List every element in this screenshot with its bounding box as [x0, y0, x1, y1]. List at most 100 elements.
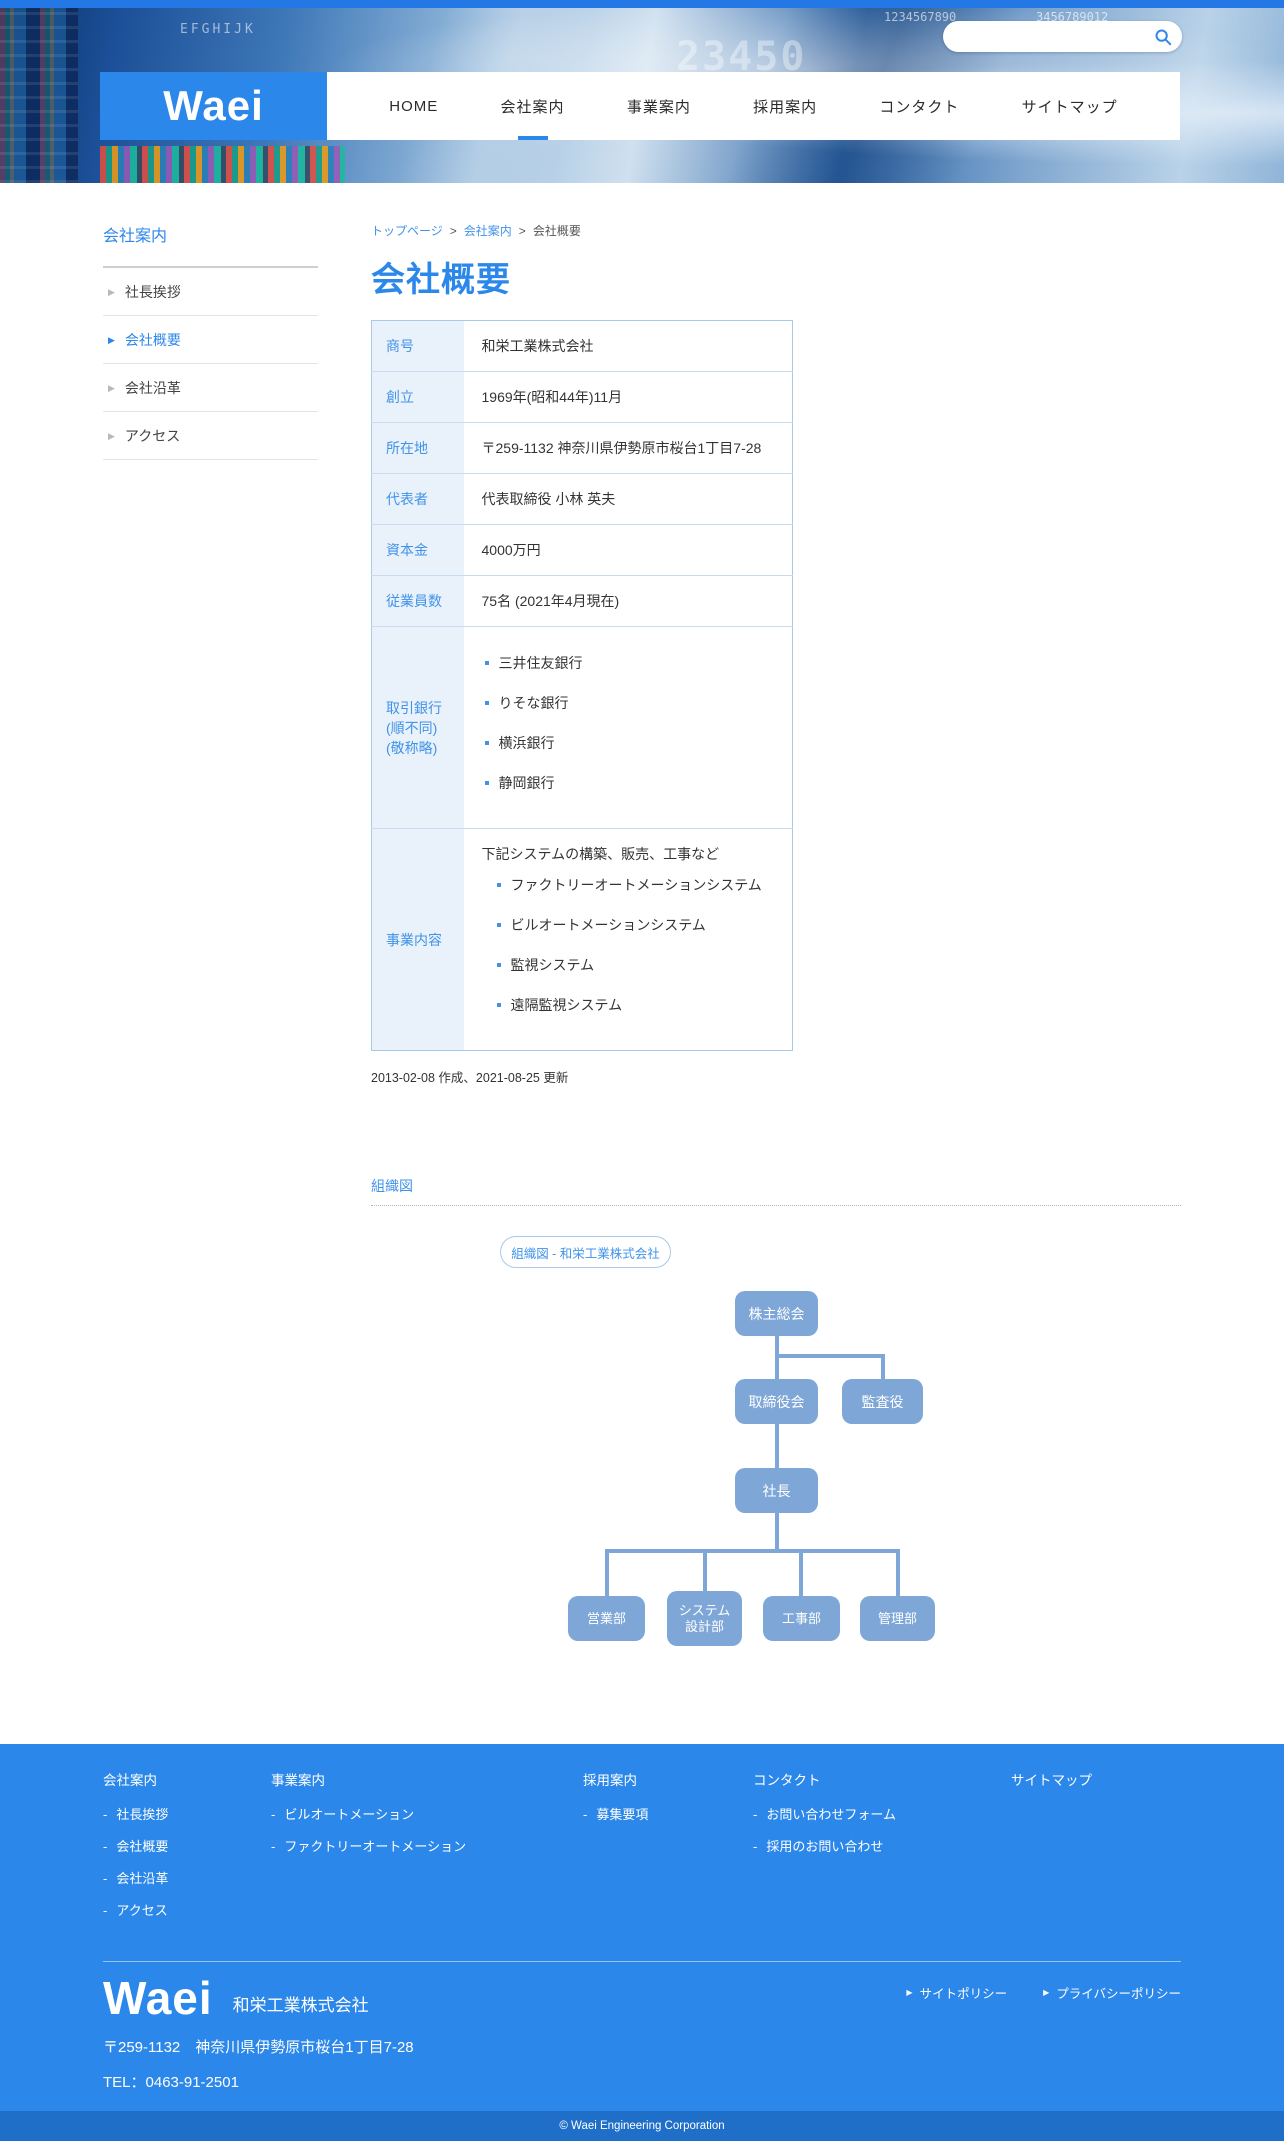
footer-link-label: お問い合わせフォーム	[766, 1807, 896, 1822]
row-label: 資本金	[371, 524, 464, 576]
list-item: 遠隔監視システム	[494, 995, 783, 1015]
table-row: 所在地 〒259-1132 神奈川県伊勢原市桜台1丁目7-28	[371, 422, 793, 474]
triangle-icon: ▶	[108, 430, 115, 441]
nav-item-business[interactable]: 事業案内	[626, 98, 691, 116]
sidebar-item-access[interactable]: ▶ アクセス	[103, 412, 318, 460]
search-input[interactable]	[943, 29, 1154, 44]
footer-policy-label: プライバシーポリシー	[1056, 1987, 1181, 2001]
footer-col-company: 会社案内 - 社長挨拶 - 会社概要 - 会社沿革 - アクセス	[103, 1769, 271, 1934]
row-value: 下記システムの構築、販売、工事など ファクトリーオートメーションシステム ビルオ…	[464, 829, 793, 1051]
footer-link-factory-automation[interactable]: - ファクトリーオートメーション	[271, 1838, 583, 1856]
org-chart: 株主総会 取締役会 監査役 社長 営業部 システム 設計部 工事部 管理部	[371, 1268, 1181, 1708]
copyright-bar: © Waei Engineering Corporation	[0, 2111, 1284, 2141]
org-chart-section: 組織図 組織図 - 和栄工業株式会社 株主総会 取締役会 監査役 社長 営業部	[371, 1176, 1181, 1708]
list-item: 静岡銀行	[482, 773, 783, 793]
page-meta-dates: 2013-02-08 作成、2021-08-25 更新	[371, 1071, 569, 1085]
list-item: ビルオートメーションシステム	[494, 915, 783, 935]
footer-link-history[interactable]: - 会社沿革	[103, 1870, 271, 1888]
hero-decor-text: EFGHIJK	[180, 22, 256, 37]
row-label: 従業員数	[371, 575, 464, 627]
footer-col-title: 事業案内	[271, 1773, 325, 1788]
hero-decor-number: 3456789012	[1036, 10, 1109, 24]
org-node-label: 管理部	[877, 1610, 917, 1626]
sidebar-item-history[interactable]: ▶ 会社沿革	[103, 364, 318, 412]
org-connector	[775, 1354, 885, 1358]
nav-item-home[interactable]: HOME	[389, 97, 439, 115]
org-connector	[605, 1549, 609, 1596]
footer-col-title: 採用案内	[583, 1773, 637, 1788]
nav-item-company[interactable]: 会社案内	[501, 72, 565, 140]
org-section-title: 組織図	[371, 1176, 1181, 1206]
sidebar-item-label: 社長挨拶	[124, 284, 181, 300]
footer-policy-links: ▶ サイトポリシー ▶ プライバシーポリシー	[906, 1983, 1181, 2002]
nav-item-sitemap[interactable]: サイトマップ	[1021, 98, 1118, 116]
org-connector	[896, 1549, 900, 1596]
nav-item-contact[interactable]: コンタクト	[879, 98, 960, 116]
breadcrumb-link-top[interactable]: トップページ	[371, 224, 443, 238]
footer-tel: TEL：0463-91-2501	[103, 2074, 239, 2091]
dash-icon: -	[103, 1839, 108, 1854]
row-label: 事業内容	[371, 828, 464, 1051]
dash-icon: -	[271, 1839, 276, 1854]
banks-label-line: 取引銀行	[386, 699, 442, 716]
list-item: ファクトリーオートメーションシステム	[494, 875, 783, 895]
footer-company-info: Waei 和栄工業株式会社 〒259-1132 神奈川県伊勢原市桜台1丁目7-2…	[103, 1975, 1284, 2092]
banks-list: 三井住友銀行 りそな銀行 横浜銀行 静岡銀行	[482, 653, 783, 793]
footer-link-building-automation[interactable]: - ビルオートメーション	[271, 1806, 583, 1824]
row-label: 取引銀行 (順不同) (敬称略)	[371, 626, 464, 829]
row-value: 4000万円	[463, 524, 793, 576]
footer-link-recruit-contact[interactable]: - 採用のお問い合わせ	[753, 1838, 1011, 1856]
dash-icon: -	[103, 1903, 108, 1918]
footer-link-requirements[interactable]: - 募集要項	[583, 1806, 753, 1824]
breadcrumb-link-company[interactable]: 会社案内	[463, 224, 512, 238]
page-title: 会社概要	[371, 261, 511, 299]
org-chart-caption: 組織図 - 和栄工業株式会社	[500, 1236, 671, 1268]
dash-icon: -	[753, 1839, 758, 1854]
org-connector	[605, 1549, 900, 1553]
footer-nav-columns: 会社案内 - 社長挨拶 - 会社概要 - 会社沿革 - アクセス 事業案内 - …	[103, 1769, 1284, 1934]
nav-item-recruit[interactable]: 採用案内	[753, 98, 818, 116]
search-box[interactable]	[943, 21, 1182, 52]
breadcrumb-current: 会社概要	[532, 224, 581, 238]
dash-icon: -	[271, 1807, 276, 1822]
row-value: 〒259-1132 神奈川県伊勢原市桜台1丁目7-28	[463, 422, 793, 474]
sidebar-item-greeting[interactable]: ▶ 社長挨拶	[103, 268, 318, 316]
org-node-admin-dept: 管理部	[860, 1596, 935, 1641]
hero-decor-number: 1234567890	[884, 10, 957, 24]
main-navbar: Waei HOME 会社案内 事業案内 採用案内 コンタクト サイトマップ	[100, 72, 1180, 140]
footer-link-overview[interactable]: - 会社概要	[103, 1838, 271, 1856]
row-label: 代表者	[371, 473, 464, 525]
footer-link-site-policy[interactable]: ▶ サイトポリシー	[906, 1983, 1007, 2002]
org-node-president: 社長	[735, 1468, 818, 1513]
top-accent-bar	[0, 0, 1284, 8]
org-connector	[799, 1549, 803, 1596]
triangle-icon: ▶	[108, 334, 115, 345]
footer-link-contact-form[interactable]: - お問い合わせフォーム	[753, 1806, 1011, 1824]
org-node-auditor: 監査役	[842, 1379, 923, 1424]
footer-link-greeting[interactable]: - 社長挨拶	[103, 1806, 271, 1824]
list-item: 三井住友銀行	[482, 653, 783, 673]
footer-divider	[103, 1961, 1181, 1962]
org-node-sales-dept: 営業部	[568, 1596, 645, 1641]
company-overview-table: 商号 和栄工業株式会社 創立 1969年(昭和44年)11月 所在地 〒259-…	[371, 320, 793, 1051]
org-node-label: 工事部	[781, 1610, 821, 1626]
logo[interactable]: Waei	[100, 72, 327, 140]
hero-equalizer-graphic	[100, 146, 345, 183]
org-node-label: 設計部	[684, 1618, 724, 1634]
list-item: 監視システム	[494, 955, 783, 975]
sidebar-item-overview[interactable]: ▶ 会社概要	[103, 316, 318, 364]
sidebar: 会社案内 ▶ 社長挨拶 ▶ 会社概要 ▶ 会社沿革 ▶ アクセス	[103, 222, 318, 1744]
banks-label-line: (敬称略)	[386, 739, 438, 756]
footer-link-access[interactable]: - アクセス	[103, 1902, 271, 1920]
footer-col-contact: コンタクト - お問い合わせフォーム - 採用のお問い合わせ	[753, 1769, 1011, 1934]
footer-address: 〒259-1132 神奈川県伊勢原市桜台1丁目7-28	[103, 2039, 414, 2056]
breadcrumb-separator: >	[449, 223, 457, 238]
org-node-board: 取締役会	[735, 1379, 818, 1424]
search-icon[interactable]	[1154, 28, 1172, 46]
footer-link-privacy-policy[interactable]: ▶ プライバシーポリシー	[1043, 1983, 1181, 2002]
footer-company-name: 和栄工業株式会社	[232, 1996, 369, 2015]
footer-link-label: 採用のお問い合わせ	[766, 1839, 884, 1854]
list-item: りそな銀行	[482, 693, 783, 713]
hero-pixel-art	[0, 8, 78, 183]
row-label: 創立	[371, 371, 464, 423]
